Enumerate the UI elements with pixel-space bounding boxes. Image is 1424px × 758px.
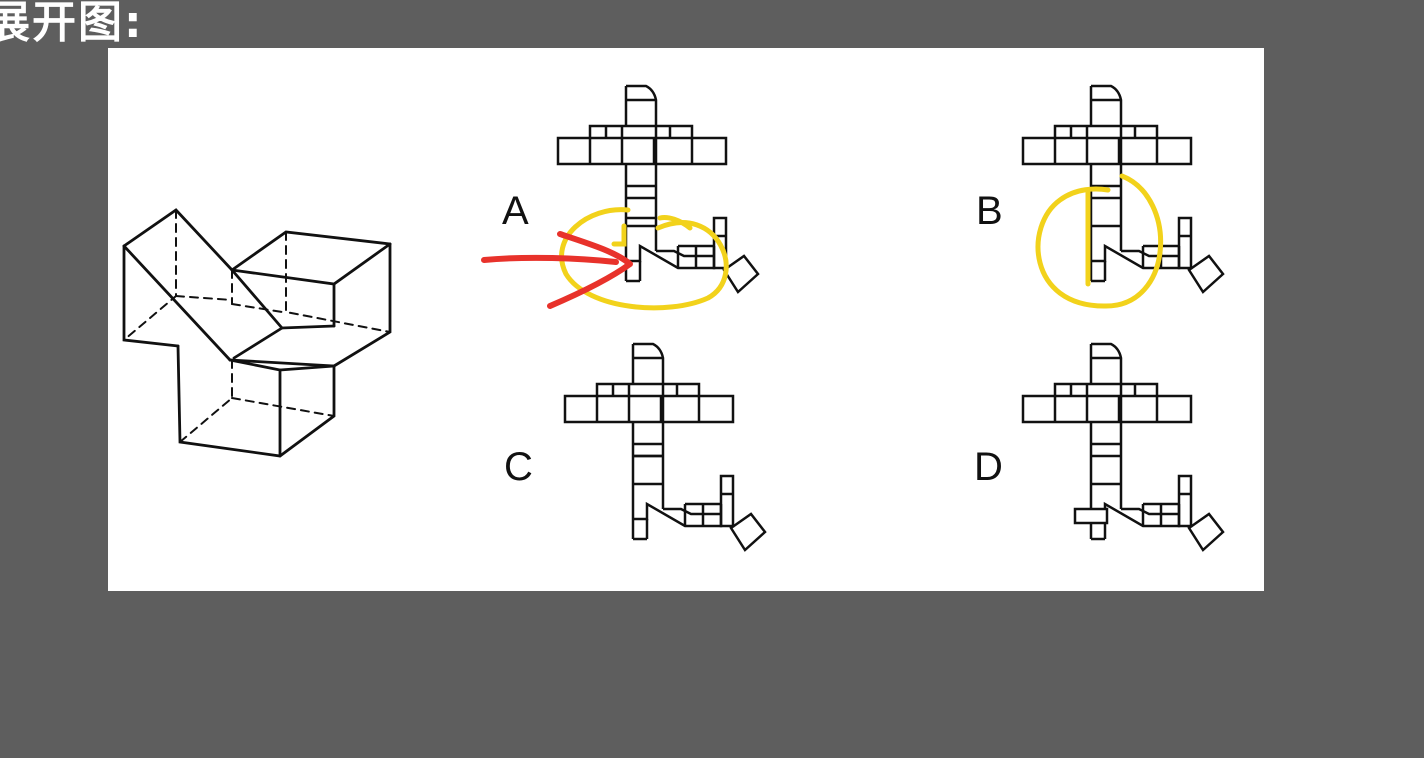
question-panel: A B C D bbox=[108, 48, 1264, 591]
net-option-c bbox=[563, 342, 767, 552]
figures-svg: A B C D bbox=[122, 84, 1225, 552]
option-label-d: D bbox=[974, 445, 1003, 489]
red-arrow bbox=[481, 231, 633, 309]
option-label-c: C bbox=[504, 445, 533, 489]
page-heading: 展开图: bbox=[0, 0, 144, 48]
solid-figure bbox=[122, 208, 392, 458]
net-option-a bbox=[556, 84, 760, 294]
net-option-d bbox=[1021, 342, 1225, 552]
highlight-circle-a bbox=[559, 207, 729, 311]
net-option-b bbox=[1021, 84, 1225, 294]
option-label-a: A bbox=[502, 189, 529, 233]
option-label-b: B bbox=[976, 189, 1003, 233]
highlight-circle-b bbox=[1035, 173, 1164, 309]
